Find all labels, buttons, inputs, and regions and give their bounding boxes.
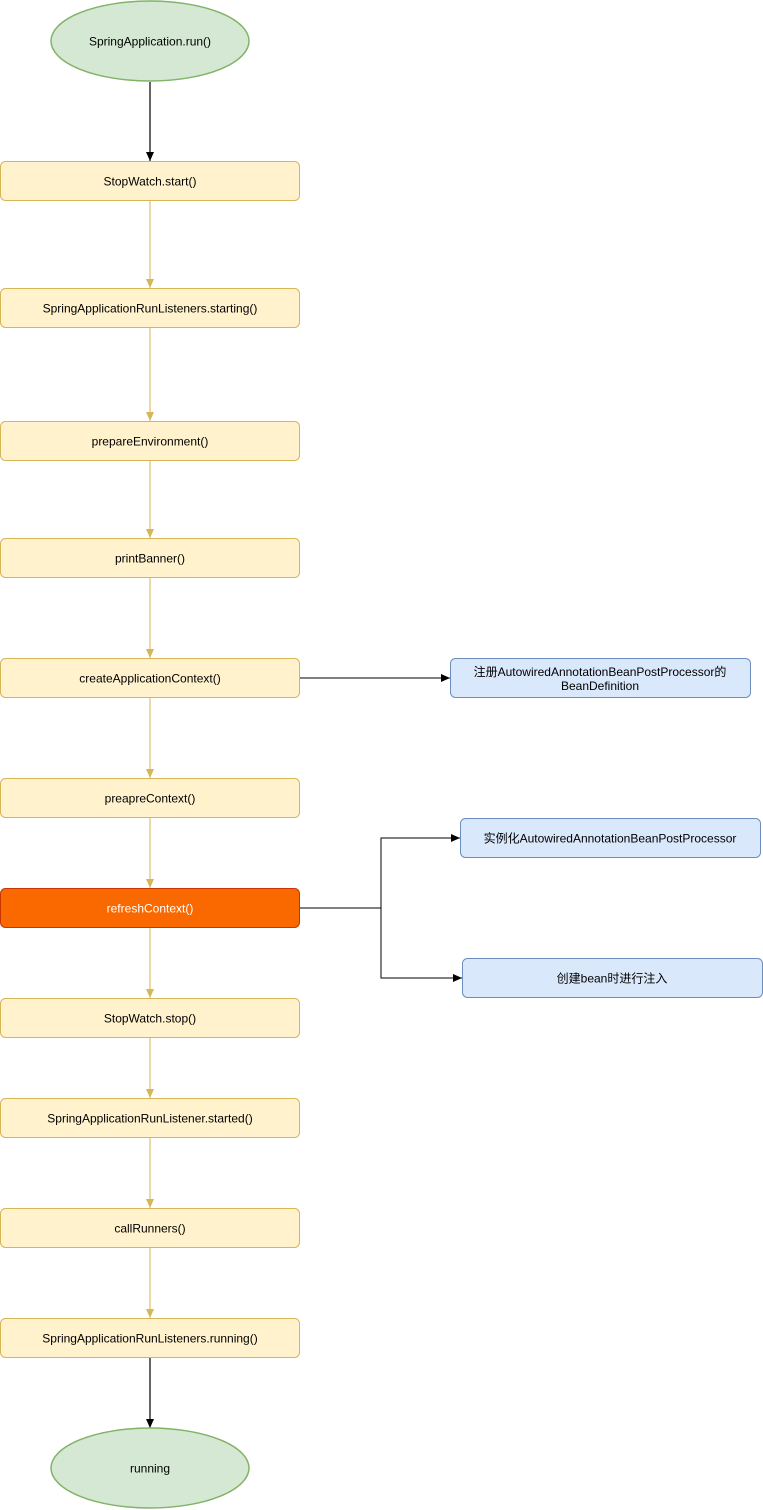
edge-refresh-to-note-2	[300, 834, 460, 909]
step-listeners-running: SpringApplicationRunListeners.running()	[0, 1318, 300, 1358]
step-label: SpringApplicationRunListeners.running()	[42, 1332, 257, 1346]
step-label: callRunners()	[114, 1222, 185, 1236]
step-stopwatch-start: StopWatch.start()	[0, 161, 300, 201]
note-register-bean-definition: 注册AutowiredAnnotationBeanPostProcessor的 …	[450, 658, 751, 698]
step-create-application-context: createApplicationContext()	[0, 658, 300, 698]
end-terminal: running	[50, 1427, 250, 1509]
note-line: 创建bean时进行注入	[557, 971, 668, 986]
start-terminal-shape	[50, 0, 250, 82]
start-terminal-label: SpringApplication.run()	[89, 35, 211, 49]
note-line: BeanDefinition	[561, 679, 639, 693]
step-label: SpringApplicationRunListener.started()	[47, 1112, 252, 1126]
step-prepare-context: preapreContext()	[0, 778, 300, 818]
step-prepare-environment: prepareEnvironment()	[0, 421, 300, 461]
step-label: prepareEnvironment()	[92, 435, 209, 449]
step-label: StopWatch.stop()	[104, 1012, 196, 1026]
end-terminal-label: running	[130, 1462, 170, 1476]
step-listener-started: SpringApplicationRunListener.started()	[0, 1098, 300, 1138]
step-call-runners: callRunners()	[0, 1208, 300, 1248]
step-listeners-starting: SpringApplicationRunListeners.starting()	[0, 288, 300, 328]
edges	[146, 82, 462, 1428]
step-label: StopWatch.start()	[104, 175, 197, 189]
step-label: printBanner()	[115, 552, 185, 566]
edge-refresh-to-note-3	[300, 907, 462, 982]
step-label: refreshContext()	[107, 902, 194, 916]
note-inject-on-create: 创建bean时进行注入	[462, 958, 763, 998]
step-label: createApplicationContext()	[79, 672, 220, 686]
note-line: 注册AutowiredAnnotationBeanPostProcessor的	[474, 664, 727, 679]
note-line: 实例化AutowiredAnnotationBeanPostProcessor	[484, 831, 737, 846]
end-terminal-shape	[50, 1427, 250, 1509]
step-refresh-context: refreshContext()	[0, 888, 300, 928]
step-label: SpringApplicationRunListeners.starting()	[43, 302, 258, 316]
step-print-banner: printBanner()	[0, 538, 300, 578]
note-instantiate-processor: 实例化AutowiredAnnotationBeanPostProcessor	[460, 818, 761, 858]
start-terminal: SpringApplication.run()	[50, 0, 250, 82]
step-label: preapreContext()	[105, 792, 196, 806]
step-stopwatch-stop: StopWatch.stop()	[0, 998, 300, 1038]
